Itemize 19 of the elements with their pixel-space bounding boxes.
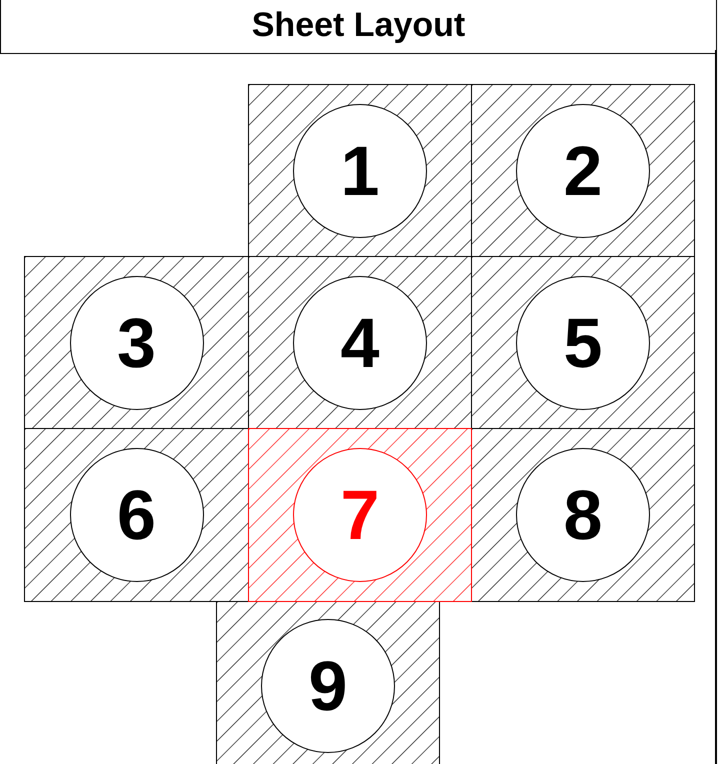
hatched-sheet <box>471 256 695 429</box>
hatched-sheet <box>471 428 695 602</box>
hatched-sheet <box>24 256 249 429</box>
sheet-number: 2 <box>564 136 602 206</box>
hatched-sheet <box>216 601 440 764</box>
hatched-sheet <box>471 84 695 257</box>
hatched-sheet <box>248 428 472 602</box>
sheet-number: 7 <box>340 480 380 550</box>
sheet-number: 6 <box>117 480 156 550</box>
sheet-number: 5 <box>564 308 602 378</box>
hatched-sheet <box>248 256 472 429</box>
sheet-number: 4 <box>340 308 380 378</box>
sheet-number: 9 <box>308 651 348 721</box>
title: Sheet Layout <box>252 5 466 46</box>
hatched-sheet <box>248 84 472 257</box>
sheet-number: 8 <box>564 480 602 550</box>
hatched-sheet <box>24 428 249 602</box>
sheet-number: 1 <box>340 136 380 206</box>
sheet-number: 3 <box>117 308 156 378</box>
